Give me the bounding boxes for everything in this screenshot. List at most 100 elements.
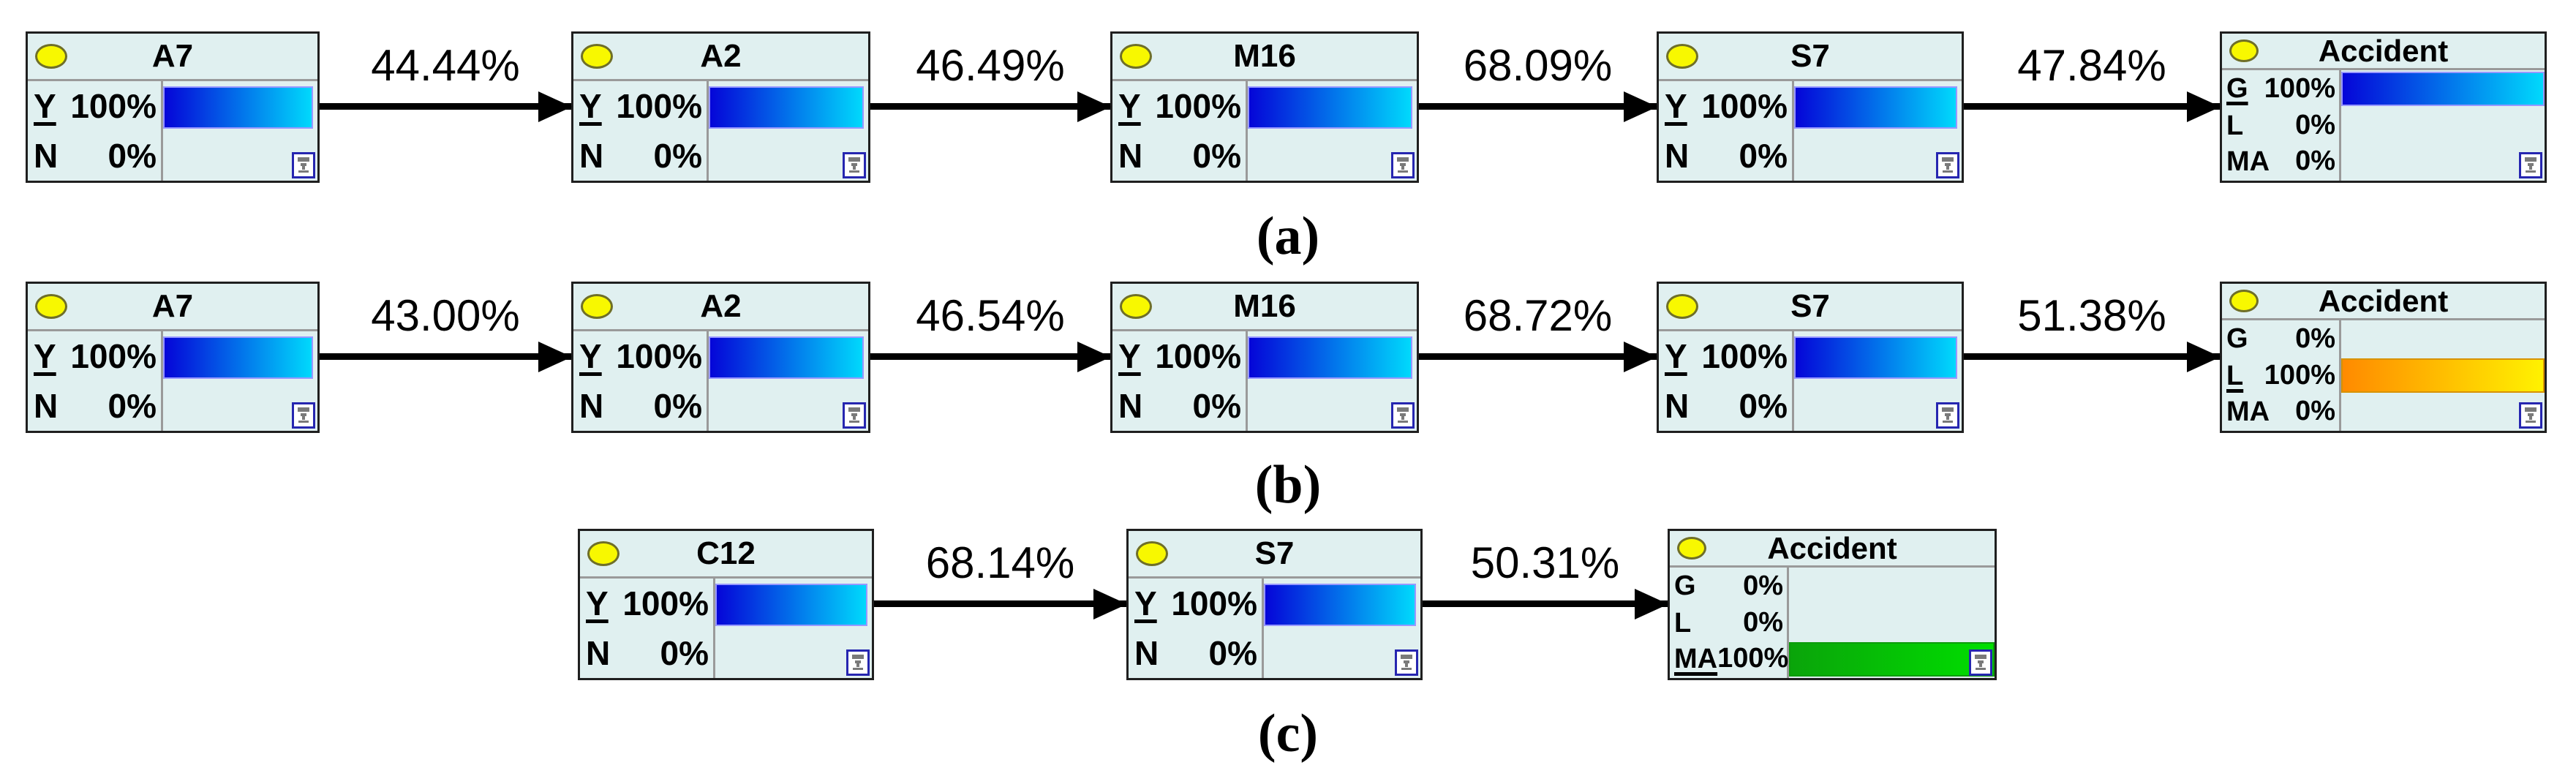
arrow-head-icon	[1077, 91, 1111, 122]
corner-gauge-icon[interactable]	[1936, 402, 1959, 429]
state-probability: 0%	[1743, 607, 1783, 638]
node-title: S7	[1790, 288, 1830, 324]
state-probability: 100%	[1171, 584, 1257, 622]
arrow-probability-label: 68.14%	[925, 538, 1075, 587]
yellow-ellipse-icon	[1677, 537, 1706, 560]
yellow-ellipse-icon	[581, 44, 613, 69]
probability-bar	[1794, 86, 1957, 129]
arrow-probability-label: 46.49%	[916, 41, 1065, 90]
node-title: S7	[1790, 38, 1830, 74]
corner-gauge-icon[interactable]	[1969, 649, 1992, 676]
column-divider	[2339, 70, 2341, 181]
yellow-ellipse-icon	[1666, 294, 1698, 319]
state-name: N	[1134, 634, 1159, 672]
state-probability: 100%	[2264, 360, 2335, 391]
probability-bar	[2341, 358, 2545, 393]
arrow-line	[870, 103, 1110, 110]
influence-arrow: 46.49%	[870, 41, 1111, 122]
arrow-probability-label: 51.38%	[2017, 291, 2166, 340]
state-probability: 0%	[1208, 634, 1257, 672]
arrow-head-icon	[1624, 342, 1657, 372]
node-title-bar: A2	[573, 34, 868, 81]
state-probability: 0%	[660, 634, 709, 672]
state-name: N	[1118, 387, 1143, 425]
node-title-bar: Accident	[2222, 34, 2545, 70]
arrow-line	[1964, 353, 2220, 360]
node-title-bar: S7	[1129, 531, 1420, 579]
state-probability: 100%	[616, 87, 702, 125]
state-name: N	[586, 634, 611, 672]
state-probability: 0%	[108, 137, 157, 175]
corner-gauge-icon[interactable]	[843, 152, 866, 178]
node-title: A2	[700, 288, 742, 324]
yellow-ellipse-icon	[35, 294, 67, 319]
state-name: MA	[2226, 396, 2270, 427]
corner-gauge-icon[interactable]	[843, 402, 866, 429]
corner-gauge-icon[interactable]	[2519, 152, 2542, 178]
column-divider	[161, 331, 163, 431]
state-probability: 100%	[1701, 337, 1788, 375]
arrow-head-icon	[1635, 589, 1668, 619]
state-name: G	[2226, 73, 2248, 104]
state-name: Y	[1118, 87, 1141, 125]
influence-arrow: 47.84%	[1964, 41, 2221, 122]
probability-bar	[163, 336, 313, 379]
state-probability: 100%	[622, 584, 709, 622]
corner-gauge-icon[interactable]	[1391, 152, 1415, 178]
column-divider	[161, 81, 163, 181]
corner-gauge-icon[interactable]	[846, 649, 870, 676]
yellow-ellipse-icon	[1120, 294, 1152, 319]
corner-gauge-icon[interactable]	[1391, 402, 1415, 429]
yellow-ellipse-icon	[35, 44, 67, 69]
column-divider	[1262, 579, 1264, 678]
node-title-bar: A2	[573, 284, 868, 331]
influence-arrow: 51.38%	[1964, 291, 2221, 372]
corner-gauge-icon[interactable]	[2519, 402, 2542, 429]
state-name: N	[579, 387, 604, 425]
state-name: MA	[2226, 146, 2270, 177]
state-name: N	[34, 387, 59, 425]
corner-gauge-icon[interactable]	[1395, 649, 1418, 676]
corner-gauge-icon[interactable]	[292, 402, 315, 429]
arrow-line	[320, 353, 571, 360]
influence-arrow: 43.00%	[320, 291, 572, 372]
state-name: L	[2226, 110, 2244, 141]
arrow-probability-label: 50.31%	[1470, 538, 1620, 587]
arrow-line	[874, 600, 1126, 607]
corner-gauge-icon[interactable]	[1936, 152, 1959, 178]
state-probability: 0%	[653, 137, 702, 175]
node-title: A7	[151, 288, 194, 324]
node-title-bar: Accident	[1670, 531, 1995, 568]
corner-gauge-icon[interactable]	[292, 152, 315, 178]
yellow-ellipse-icon	[1136, 541, 1168, 566]
column-divider	[1246, 81, 1248, 181]
state-name: Y	[34, 337, 56, 375]
arrow-head-icon	[538, 342, 572, 372]
